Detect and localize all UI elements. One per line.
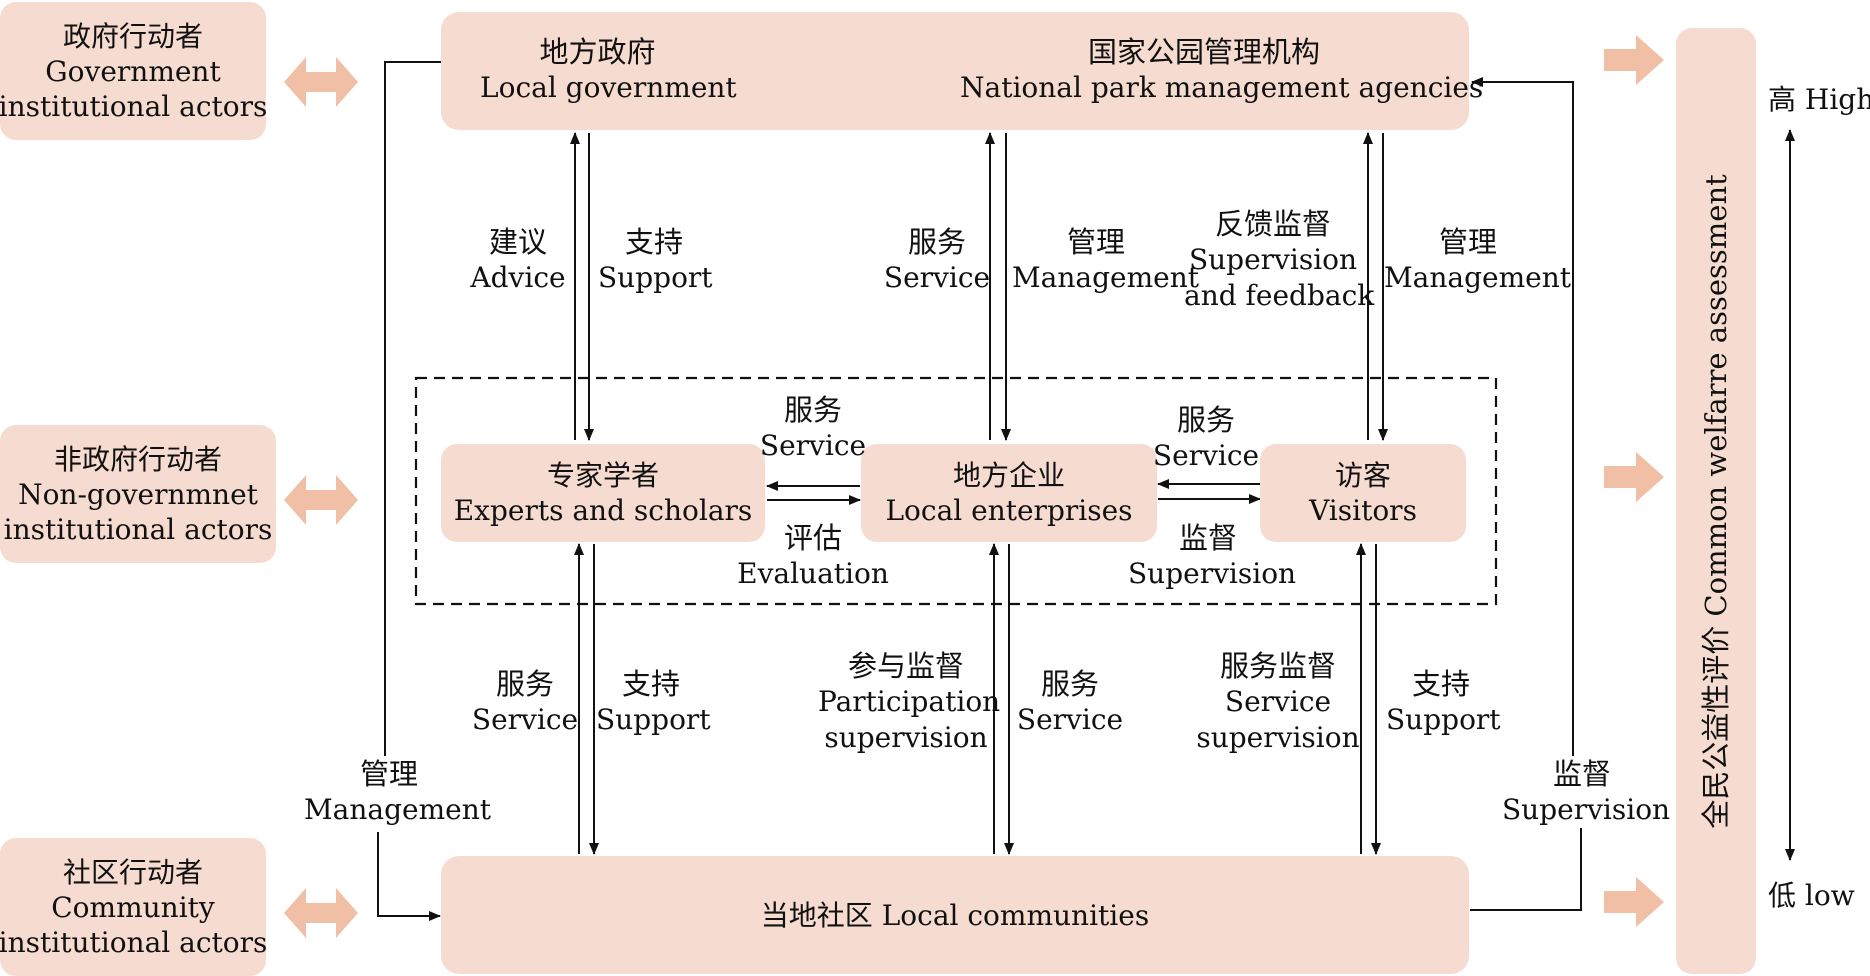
assessment-label: 全民公益性评价 Common welfarre assessment (1698, 173, 1733, 829)
actor-government-cn: 政府行动者 (62, 19, 203, 53)
label-service-bottom-mid: 服务 Service (1016, 667, 1124, 736)
node-park-agencies: 国家公园管理机构 National park management agenci… (960, 34, 1484, 106)
node-experts: 专家学者 Experts and scholars (441, 444, 765, 542)
actor-community-en1: Community (51, 890, 215, 924)
arrow-management-left (384, 61, 441, 770)
actor-nongov-en1: Non-governmnet (18, 477, 258, 511)
right-arrow-top (1604, 35, 1664, 85)
label-feedback: 反馈监督 Supervision and feedback (1184, 207, 1375, 312)
actor-government-en2: institutional actors (0, 89, 268, 123)
enterprises-cn: 地方企业 (952, 459, 1065, 492)
government-bodies-box (441, 12, 1469, 130)
actor-government-en1: Government (45, 54, 221, 88)
enterprises-en: Local enterprises (885, 494, 1133, 527)
node-local-government: 地方政府 Local government (480, 34, 737, 106)
label-service-top: 服务 Service (883, 225, 991, 294)
right-arrow-bottom (1604, 877, 1664, 927)
actor-government-box: 政府行动者 Government institutional actors (0, 2, 268, 140)
node-communities: 当地社区 Local communities (441, 856, 1469, 974)
label-advice: 建议 Advice (470, 225, 566, 294)
node-visitors: 访客 Visitors (1260, 444, 1466, 542)
park-agencies-en: National park management agencies (960, 71, 1484, 104)
label-management-top: 管理 Management (1012, 225, 1199, 294)
right-arrow-mid (1604, 452, 1664, 502)
local-government-en: Local government (480, 71, 737, 104)
assessment-box: 全民公益性评价 Common welfarre assessment (1676, 28, 1756, 974)
double-arrows (284, 57, 358, 938)
experts-cn: 专家学者 (546, 459, 659, 492)
visitors-cn: 访客 (1334, 459, 1391, 492)
communities-label: 当地社区 Local communities (760, 898, 1150, 932)
label-support-bottom-right: 支持 Support (1386, 667, 1501, 736)
label-management-right: 管理 Management (1384, 225, 1571, 294)
scale-high: 高 High (1768, 83, 1870, 116)
actor-nongov-en2: institutional actors (3, 512, 273, 546)
visitors-en: Visitors (1309, 494, 1417, 527)
double-arrow-community (284, 888, 358, 938)
label-participation: 参与监督 Participation supervision (818, 649, 1001, 754)
actor-non-government-box: 非政府行动者 Non-governmnet institutional acto… (0, 425, 276, 563)
label-management-left: 管理 Management (304, 756, 491, 828)
actor-community-en2: institutional actors (0, 925, 268, 959)
label-support-top: 支持 Support (598, 225, 713, 294)
label-service-expert: 服务 Service (759, 393, 867, 462)
experts-en: Experts and scholars (453, 494, 753, 527)
node-enterprises: 地方企业 Local enterprises (861, 444, 1157, 542)
scale-low: 低 low (1768, 879, 1855, 912)
double-arrow-nongov (284, 475, 358, 525)
park-agencies-cn: 国家公园管理机构 (1087, 35, 1320, 69)
actor-nongov-cn: 非政府行动者 (53, 442, 222, 476)
double-arrow-gov (284, 57, 358, 107)
label-evaluation: 评估 Evaluation (737, 521, 889, 590)
label-service-visitor: 服务 Service (1152, 403, 1260, 472)
right-arrows (1604, 35, 1664, 927)
label-service-bottom-left: 服务 Service (471, 667, 579, 736)
arrow-supervision-right (1471, 77, 1574, 762)
label-support-bottom-left: 支持 Support (596, 667, 711, 736)
group-frame (414, 376, 1498, 606)
label-supervision-right: 监督 Supervision (1502, 756, 1671, 828)
actor-community-cn: 社区行动者 (62, 855, 203, 889)
label-supervision-mid: 监督 Supervision (1128, 521, 1297, 590)
label-service-supervision: 服务监督 Service supervision (1196, 649, 1360, 754)
local-government-cn: 地方政府 (539, 35, 656, 69)
actor-community-box: 社区行动者 Community institutional actors (0, 838, 268, 976)
